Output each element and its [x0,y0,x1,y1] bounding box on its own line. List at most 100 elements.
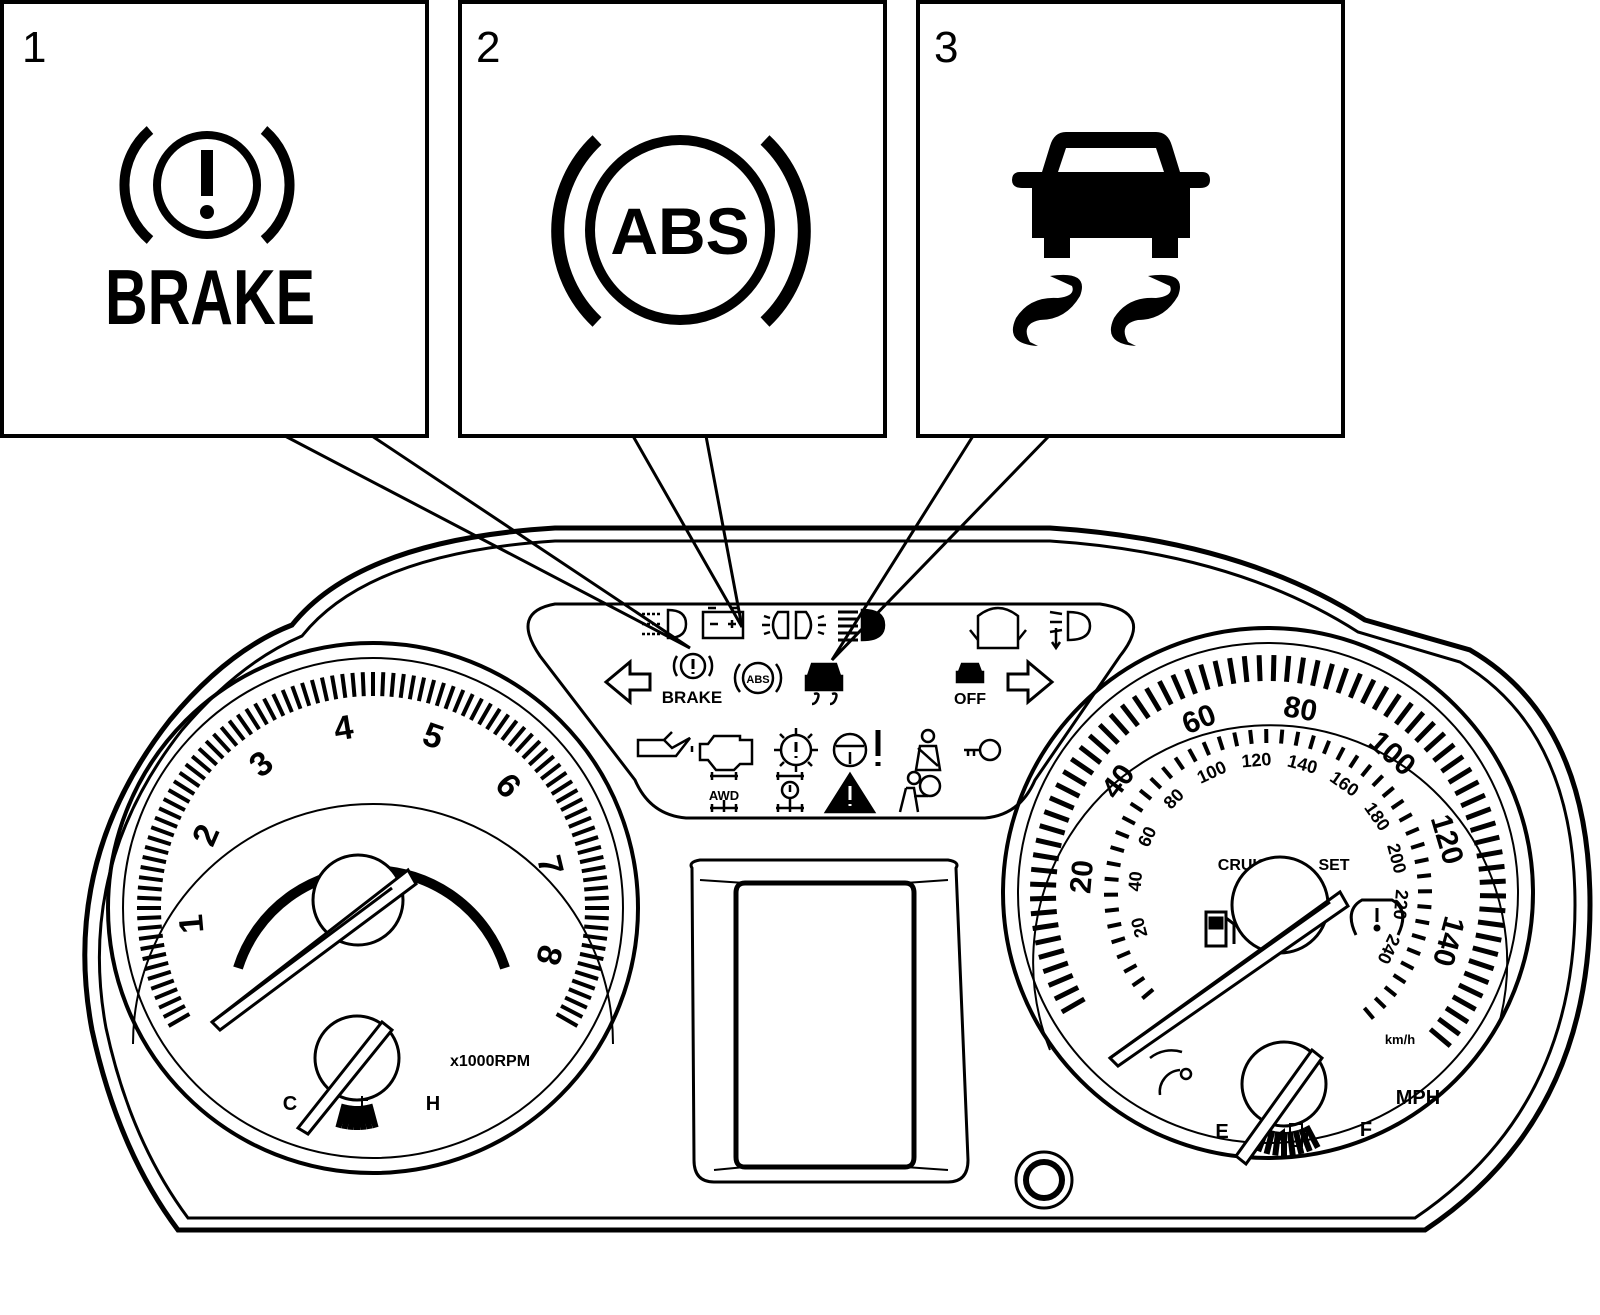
tach-tick [463,694,473,716]
kmh-tick [1112,938,1125,942]
tach-tick-label: 1 [172,913,212,935]
temp-gauge: C H [283,1016,440,1134]
trip-reset-knob[interactable] [1016,1152,1072,1208]
kmh-tick [1417,875,1431,877]
kmh-tick [1362,765,1371,776]
mph-tick [1385,695,1399,717]
tach-tick [159,998,181,1008]
callout-box-2: 2 ABS [460,2,885,436]
tach-tick [143,954,166,959]
mph-tick [1300,658,1304,684]
tach-tick [246,709,259,729]
tach-tick [322,678,327,701]
mph-tick [1469,961,1494,969]
tach-tick-label: 8 [528,941,570,969]
mph-tick [1071,759,1092,774]
tach-tick [410,676,414,700]
mph-tick-label: 140 [1426,913,1471,970]
tach-tick [584,926,608,928]
high-beam-icon [838,610,884,640]
mph-tick [1090,736,1109,753]
mph-tick [1230,658,1234,684]
tach-tick [561,799,582,810]
tach-tick [148,837,171,844]
kmh-tick [1373,776,1383,786]
mph-tick [1416,723,1434,742]
tach-tick [565,998,587,1008]
mph-tick [1063,771,1085,784]
tach-tick-label: 5 [418,715,448,757]
kmh-tick [1163,767,1172,778]
mph-tick [1396,703,1412,724]
kmh-tick-label: 180 [1360,799,1394,835]
mph-tick [1122,705,1138,726]
kmh-tick [1116,832,1129,837]
turn-signal-right-icon [1008,662,1052,702]
kmh-tick [1375,998,1385,1008]
mph-tick [1146,688,1159,710]
kmh-tick [1117,952,1130,957]
kmh-tick-label: 120 [1241,749,1273,772]
tach-tick [437,683,444,706]
awd-label: AWD [709,788,739,803]
traction-off-icon [957,664,983,682]
tach-tick [137,898,161,899]
mph-tick [1159,681,1171,704]
mph-tick [1201,665,1208,690]
tach-tick [164,1006,185,1017]
tach-tick [138,887,162,889]
mph-tick [1244,656,1247,682]
tach-tick [479,704,491,725]
tach-tick [363,672,364,696]
mph-tick-label: 120 [1424,811,1470,868]
mph-tick [1044,812,1068,821]
tach-tick [145,963,168,969]
tach-tick [139,877,163,880]
mph-tick [1362,680,1374,703]
kmh-tick [1412,935,1425,939]
kmh-tick-label: 140 [1285,751,1319,778]
kmh-tick [1392,800,1404,808]
tach-tick [382,672,383,696]
mph-tick [1439,1019,1460,1034]
tach-tick-label: 4 [331,708,356,749]
mph-tick [1406,713,1423,733]
mph-tick [1049,975,1073,985]
tach-tick [569,989,591,998]
tach-tick [139,936,163,939]
kmh-tick [1140,790,1151,799]
mph-tick [1055,987,1078,999]
tach-tick [565,808,587,818]
mph-tick [1476,935,1501,940]
mph-tick [1471,823,1496,831]
tach-tick [174,781,194,794]
kmh-unit-label: km/h [1385,1032,1415,1047]
kmh-tick-label: 40 [1124,871,1146,893]
kmh-tick-label: 60 [1134,823,1161,850]
kmh-tick [1324,741,1329,754]
kmh-tick [1415,859,1429,862]
mph-tick [1080,747,1101,763]
kmh-tick [1105,909,1119,911]
mph-tick [1187,669,1196,693]
kmh-tick [1151,778,1161,788]
kmh-tick [1407,949,1420,954]
tach-tick [585,917,609,918]
power-steering-icon [834,730,878,766]
tach-tick [143,857,166,862]
center-display [691,860,968,1182]
kmh-tick [1383,788,1394,797]
mph-tick [1325,664,1332,689]
tach-tick [428,680,434,703]
tach-tick [572,827,595,835]
mph-tick [1374,687,1387,710]
kmh-tick [1394,975,1406,983]
tach-tick [273,694,283,716]
tach-tick [584,887,608,889]
kmh-tick [1310,736,1314,749]
kmh-tick [1108,924,1122,927]
mph-tick [1273,655,1274,681]
tach-tick [312,680,318,703]
tach-tick [164,799,185,810]
